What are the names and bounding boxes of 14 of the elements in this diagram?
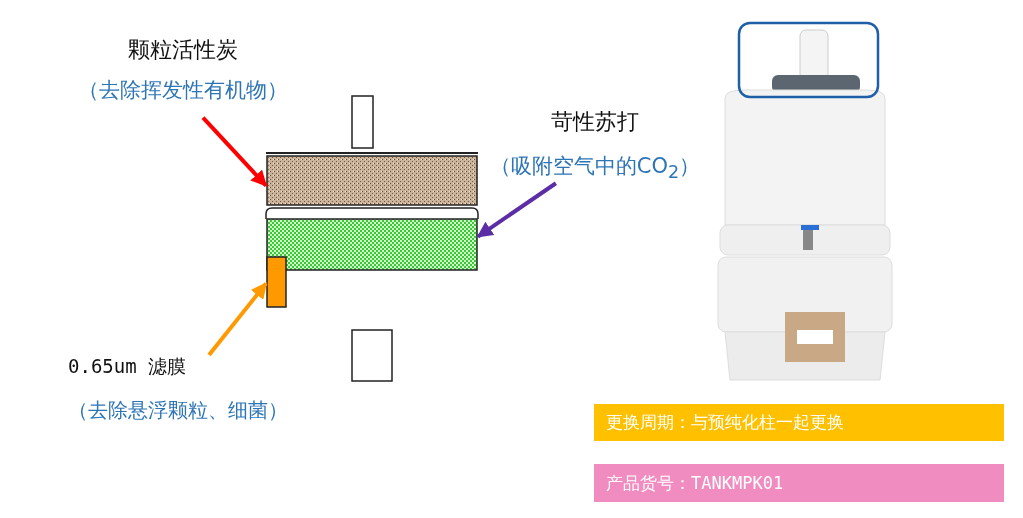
info-banner: 产品货号：TANKMPK01 [594,464,1004,502]
component-label: 0.65um 滤膜 [68,354,188,379]
arrow [207,282,268,357]
arrow [201,116,268,187]
function-note: （去除悬浮颗粒、细菌） [68,397,289,424]
component-label: 颗粒活性炭 [127,36,239,64]
filter-membrane [266,256,287,308]
function-note: （吸附空气中的CO$_{2}$） [488,153,702,185]
arrow [476,181,558,239]
component-label: 苛性苏打 [550,108,640,136]
soda-layer [266,218,478,271]
function-note: （去除挥发性有机物） [77,77,289,104]
carbon-layer [266,155,478,206]
info-banner: 更换周期：与预纯化柱一起更换 [594,404,1004,441]
